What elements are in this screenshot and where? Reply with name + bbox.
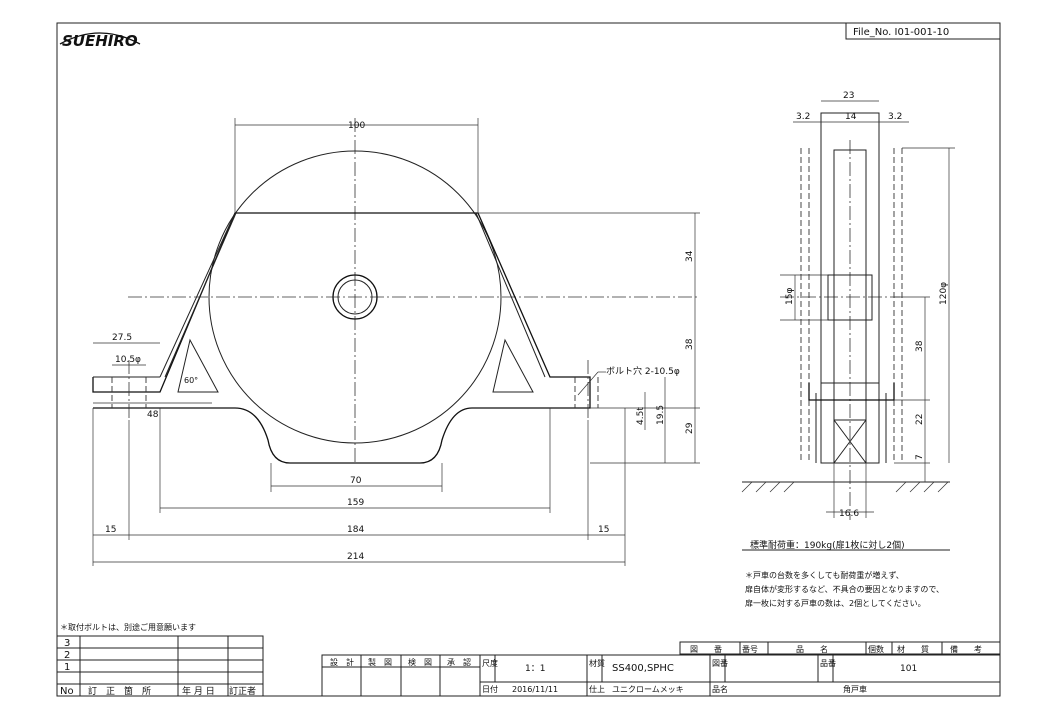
date-label: 日付: [482, 684, 498, 694]
note-line-3: 扉一枚に対する戸車の数は、2個としてください。: [745, 598, 926, 608]
name-label: 品名: [712, 684, 728, 694]
dim-184: 184: [347, 525, 364, 535]
material-value: SS400,SPHC: [612, 663, 674, 674]
rev-header-date: 年 月 日: [182, 685, 215, 697]
dim-23: 23: [843, 91, 854, 101]
ph-qty: 個数: [868, 644, 884, 654]
note-line-1: ＊戸車の台数を多くしても耐荷重が増えず、: [745, 570, 904, 580]
dim-70: 70: [350, 476, 362, 486]
dim-15-dia: 15φ: [785, 288, 795, 305]
dim-10-5-dia: 10.5φ: [115, 355, 141, 365]
rev-row-2: 2: [64, 650, 70, 661]
drawing-no-label: 図番: [712, 658, 728, 668]
dim-19-5: 19.5: [656, 405, 666, 425]
file-no-box: [845, 22, 1001, 40]
sheet-frame: [56, 22, 1001, 697]
approval-block: 設 計 製 図 検 図 承 認: [321, 654, 481, 697]
dim-34: 34: [685, 250, 695, 262]
dim-48: 48: [147, 410, 159, 420]
cell-approval: 承 認: [447, 657, 471, 667]
dim-14: 14: [845, 112, 857, 122]
dim-38: 38: [685, 338, 695, 350]
rev-header-editor: 訂正者: [229, 685, 256, 697]
ph-number: 番号: [742, 644, 758, 654]
part-no-label: 品番: [820, 658, 836, 668]
rev-header-no: No: [60, 686, 74, 697]
dim-4-5t: 4.5t: [636, 407, 646, 425]
name-value: 角戸車: [843, 684, 867, 694]
bolt-remark: ＊取付ボルトは、別途ご用意願います: [60, 622, 196, 632]
cell-design: 設 計: [330, 657, 354, 667]
front-view: 100 34 38 27.5 10.5φ 60° 48 4.5t 19.5 29…: [92, 118, 700, 566]
rev-header-location: 訂 正 箇 所: [88, 685, 151, 697]
ph-name: 品 名: [796, 644, 828, 654]
dim-22: 22: [915, 414, 925, 425]
material-label: 材質: [589, 658, 605, 668]
revision-table: 3 2 1 No 訂 正 箇 所 年 月 日 訂正者: [56, 635, 264, 697]
dim-3-2-right: 3.2: [888, 112, 902, 122]
dim-38-side: 38: [915, 340, 925, 352]
dim-100: 100: [348, 121, 365, 131]
part-no-value: 101: [900, 664, 917, 674]
dim-120-dia: 120φ: [939, 282, 949, 305]
dim-29: 29: [685, 422, 695, 434]
scale-label: 尺度: [482, 658, 498, 668]
finish-label: 仕上: [589, 684, 605, 694]
load-rating: 標準耐荷重：190kg(扉1枚に対し2個): [750, 539, 905, 551]
bolt-hole-note: ボルト穴 2-10.5φ: [606, 365, 680, 377]
logo-text: SUEHIRO: [62, 32, 138, 50]
ph-drawing-no: 図 番: [690, 644, 722, 654]
dim-3-2-left: 3.2: [796, 112, 810, 122]
cell-drafting: 製 図: [368, 657, 392, 667]
date-value: 2016/11/11: [512, 685, 558, 694]
title-block: 図 番 番号 品 名 個数 材 質 備 考 尺度 1：1 材質 SS400,SP…: [479, 641, 1001, 697]
note-line-2: 扉自体が変形するなど、不具合の要因となりますので、: [745, 584, 944, 594]
suehiro-logo: SUEHIRO: [59, 32, 141, 50]
dim-15-left: 15: [105, 525, 116, 535]
finish-value: ユニクロームメッキ: [612, 685, 684, 694]
dim-7: 7: [915, 454, 925, 460]
dim-60-deg: 60°: [184, 376, 198, 385]
ph-remarks: 備 考: [950, 644, 982, 654]
file-no: File_No. I01-001-10: [853, 27, 949, 38]
dim-27-5: 27.5: [112, 333, 132, 343]
dim-16-6: 16.6: [839, 509, 859, 519]
dim-214: 214: [347, 552, 364, 562]
cell-checking: 検 図: [408, 657, 432, 667]
rev-row-3: 3: [64, 638, 70, 649]
dim-159: 159: [347, 498, 364, 508]
rev-row-1: 1: [64, 662, 70, 673]
dim-15-right: 15: [598, 525, 609, 535]
side-view: 23 3.2 14 3.2 15φ 120φ 38 22 7 16.6: [741, 91, 955, 520]
ph-material: 材 質: [897, 644, 929, 654]
scale-value: 1：1: [525, 664, 545, 674]
